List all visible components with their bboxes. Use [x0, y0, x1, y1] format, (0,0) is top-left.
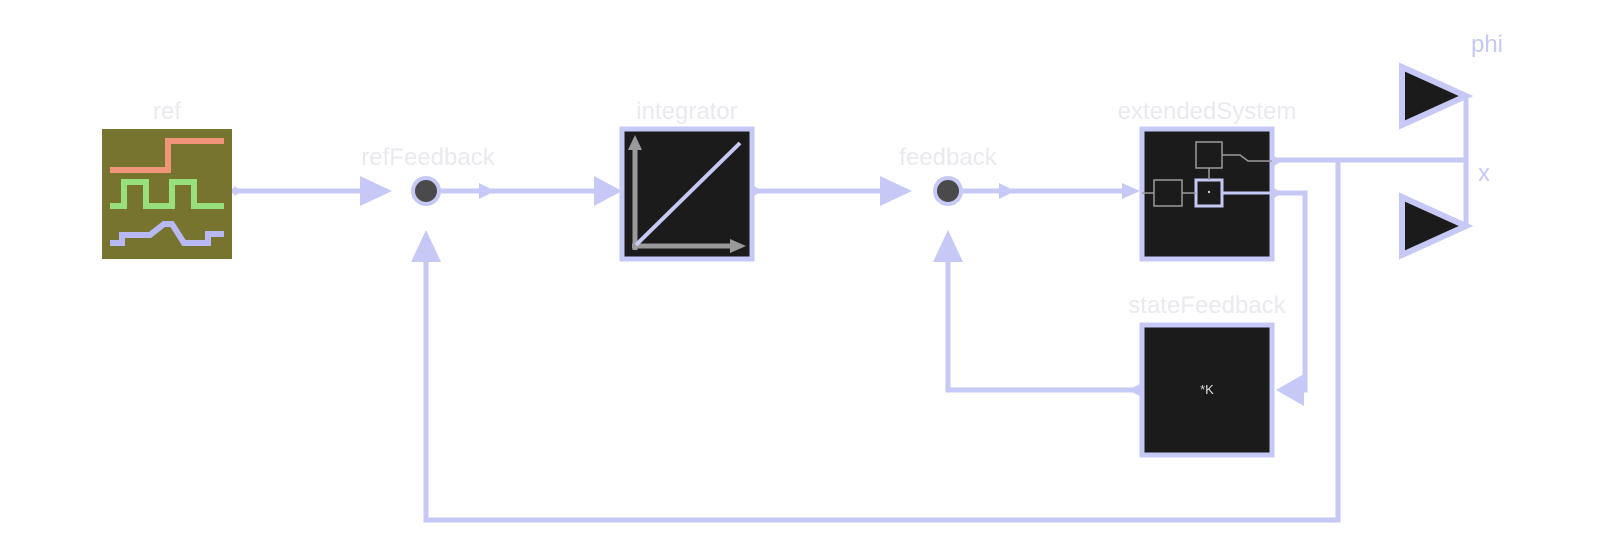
output-x[interactable] — [1399, 192, 1474, 260]
wires — [232, 96, 1469, 523]
arrow-feedback-feedback-input — [933, 230, 963, 262]
ref-pulse-signal — [110, 179, 224, 209]
extendedsystem-output-port-1 — [1274, 156, 1282, 166]
integrator-y-axis-arrow — [628, 135, 642, 150]
arrow-extendedsystem-input — [1122, 183, 1140, 199]
output-x-triangle — [1399, 192, 1474, 260]
integrator-ramp-line — [634, 141, 742, 247]
arrow-reffeedback-input — [360, 176, 392, 206]
arrow-feedback-output — [999, 183, 1015, 199]
ref-label: ref — [153, 98, 181, 125]
feedback-junction — [933, 176, 963, 206]
integrator-output-port — [754, 186, 762, 196]
ref-block[interactable] — [102, 129, 242, 259]
wire-outer-feedback-loop — [423, 160, 1341, 523]
output-phi[interactable] — [1399, 62, 1474, 130]
integrator-x-axis-arrow — [730, 239, 746, 253]
x-label: x — [1478, 160, 1490, 187]
output-phi-triangle — [1399, 62, 1474, 130]
extendedsystem-inner-wire-4 — [1222, 154, 1272, 162]
reffeedback-junction — [411, 176, 441, 206]
statefeedback-block-frame — [1139, 322, 1275, 458]
reffeedback-label: refFeedback — [361, 144, 495, 171]
ref-ramp-signal — [110, 221, 224, 246]
arrow-reffeedback-output — [479, 183, 495, 199]
statefeedback-block[interactable]: *K — [1139, 322, 1275, 458]
ref-step-signal — [110, 138, 224, 173]
extendedsystem-output-port-2 — [1274, 188, 1282, 198]
extendedsystem-block[interactable] — [1139, 126, 1282, 262]
ref-output-port — [234, 186, 242, 196]
wire-statefeedback-to-feedback — [945, 244, 1140, 393]
extendedsystem-label: extendedSystem — [1118, 98, 1297, 125]
arrow-statefeedback-input — [1276, 374, 1304, 406]
arrow-feedback-input — [880, 176, 912, 206]
statefeedback-gain-label: *K — [1200, 382, 1214, 397]
arrow-reffeedback-feedback-input — [411, 230, 441, 262]
integrator-block[interactable] — [619, 126, 762, 262]
arrow-statefeedback-output — [1128, 383, 1142, 397]
feedback-node[interactable] — [933, 176, 963, 206]
arrow-integrator-input — [594, 176, 622, 206]
extendedsystem-inner-dot — [1207, 190, 1211, 194]
statefeedback-label: stateFeedback — [1128, 292, 1286, 319]
integrator-label: integrator — [636, 98, 737, 125]
phi-label: phi — [1471, 31, 1503, 58]
reffeedback-node[interactable] — [411, 176, 441, 206]
feedback-label: feedback — [899, 144, 997, 171]
